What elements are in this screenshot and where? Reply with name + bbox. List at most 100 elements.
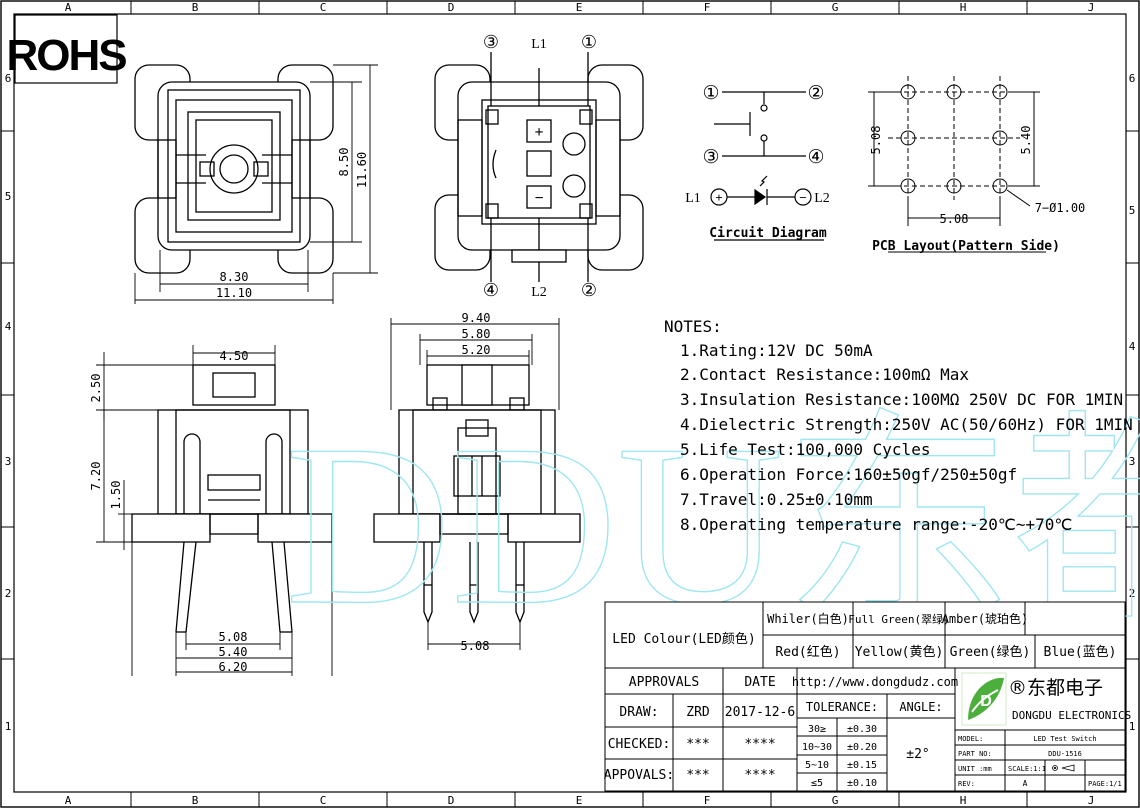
tolerance-range: ≤5: [811, 778, 823, 789]
top-view-dims: [134, 64, 378, 304]
draw-name: ZRD: [686, 705, 710, 720]
side-dim-b3: 6.20: [219, 660, 248, 674]
col-label: G: [832, 1, 839, 14]
tolerance-range: 30≥: [808, 724, 826, 735]
note-item: 5.Life Test:100,000 Cycles: [680, 440, 930, 459]
note-item: 6.Operation Force:160±50gf/250±50gf: [680, 465, 1017, 484]
col-label: H: [960, 1, 967, 14]
circuit-l2: L2: [814, 191, 830, 206]
row-label: 5: [5, 190, 12, 203]
pcb-layout: [868, 76, 1046, 253]
tolerance-value: ±0.30: [847, 724, 877, 735]
note-item: 4.Dielectric Strength:250V AC(50/60Hz) F…: [680, 415, 1133, 434]
bottom-l1-label: L1: [531, 37, 547, 52]
circuit-plus: +: [715, 190, 722, 205]
circuit-minus: −: [799, 190, 806, 205]
part-value: DDU-1516: [1048, 750, 1082, 758]
tolerance-value: ±0.15: [847, 760, 877, 771]
front-dim-2: 5.80: [462, 327, 491, 341]
front-dim-1: 9.40: [462, 311, 491, 325]
border-left-rows: 6 5 4 3 2 1: [5, 72, 12, 733]
row-label: 6: [5, 72, 12, 85]
border-right-rows: 6 5 4 3 2 1: [1129, 72, 1136, 733]
rohs-label: ROHS: [6, 31, 126, 80]
checked-label: CHECKED:: [608, 737, 671, 752]
tolerance-range: 10~30: [802, 742, 832, 753]
front-dim-bottom: 5.08: [461, 639, 490, 653]
circuit-pin4: ④: [807, 147, 824, 168]
row-label: 2: [1129, 587, 1136, 600]
note-item: 7.Travel:0.25±0.10mm: [680, 490, 873, 509]
col-label: F: [704, 794, 711, 807]
draw-date: 2017-12-6: [725, 705, 795, 720]
rev-label: REV:: [958, 780, 975, 788]
dim-top-width-outer: 11.10: [216, 286, 252, 300]
side-view-dims: [96, 345, 333, 676]
bottom-pin3-label: ③: [483, 32, 499, 52]
tolerance-value: ±0.20: [847, 742, 877, 753]
pcb-hole-note: 7−Ø1.00: [1035, 201, 1086, 215]
circuit-l1: L1: [685, 191, 701, 206]
row-label: 1: [1129, 720, 1136, 733]
circuit-pin2: ②: [807, 83, 824, 104]
note-item: 2.Contact Resistance:100mΩ Max: [680, 365, 969, 384]
checked-name: ***: [686, 737, 709, 752]
colour-option: Amber(琥珀色): [942, 612, 1029, 626]
col-label: H: [960, 794, 967, 807]
col-label: A: [65, 1, 72, 14]
col-label: A: [65, 794, 72, 807]
company-name-cn: ®东都电子: [1008, 677, 1103, 699]
side-dim-b2: 5.40: [219, 645, 248, 659]
model-value: LED Test Switch: [1033, 735, 1096, 743]
angle-value: ±2°: [906, 747, 929, 762]
row-label: 5: [1129, 204, 1136, 217]
note-item: 8.Operating temperature range:-20℃~+70℃: [680, 515, 1072, 534]
scale-label: SCALE:1:1: [1008, 765, 1046, 773]
appovals-date: ****: [744, 768, 775, 783]
col-label: G: [832, 794, 839, 807]
angle-header: ANGLE:: [899, 700, 942, 714]
bottom-pin4-label: ④: [483, 280, 499, 300]
company-name-en: DONGDU ELECTRONICS: [1012, 709, 1131, 722]
colour-option: Whiler(白色): [767, 611, 849, 626]
colour-option: Yellow(黄色): [855, 644, 944, 660]
side-view: [131, 364, 333, 633]
bottom-view: [434, 52, 644, 282]
title-block: [604, 601, 1126, 792]
colour-option: Red(红色): [775, 644, 840, 660]
front-dim-3: 5.20: [462, 343, 491, 357]
part-label: PART NO:: [958, 750, 992, 758]
colour-option: Green(绿色): [950, 644, 1031, 660]
col-label: E: [576, 1, 583, 14]
row-label: 4: [1129, 340, 1136, 353]
led-colour-label: LED Colour(LED颜色): [612, 631, 755, 647]
appovals-label: APPOVALS:: [604, 768, 674, 783]
checked-date: ****: [744, 737, 775, 752]
top-view: [134, 64, 334, 274]
col-label: B: [192, 1, 199, 14]
row-label: 3: [1129, 455, 1136, 468]
row-label: 2: [5, 587, 12, 600]
draw-label: DRAW:: [619, 705, 658, 720]
colour-option: Blue(蓝色): [1044, 644, 1117, 660]
tolerance-value: ±0.10: [847, 778, 877, 789]
appovals-name: ***: [686, 768, 709, 783]
note-item: 1.Rating:12V DC 50mA: [680, 341, 873, 360]
notes: NOTES: 1.Rating:12V DC 50mA 2.Contact Re…: [664, 317, 1133, 534]
col-label: E: [576, 794, 583, 807]
dim-top-height-inner: 8.50: [337, 148, 351, 177]
circuit-diagram: [710, 91, 824, 241]
bottom-plus-sign: +: [534, 124, 543, 141]
model-label: MODEL:: [958, 735, 983, 743]
row-label: 1: [5, 720, 12, 733]
col-label: D: [448, 794, 455, 807]
tolerance-header: TOLERANCE:: [806, 700, 878, 714]
col-label: C: [320, 1, 327, 14]
pcb-dim-right: 5.40: [1019, 126, 1033, 155]
side-dim-base: 1.50: [109, 481, 123, 510]
pcb-dim-bottom: 5.08: [940, 212, 969, 226]
side-dim-height-total: 7.20: [89, 462, 103, 491]
bottom-pin1-label: ①: [581, 32, 597, 52]
circuit-pin1: ①: [702, 83, 719, 104]
